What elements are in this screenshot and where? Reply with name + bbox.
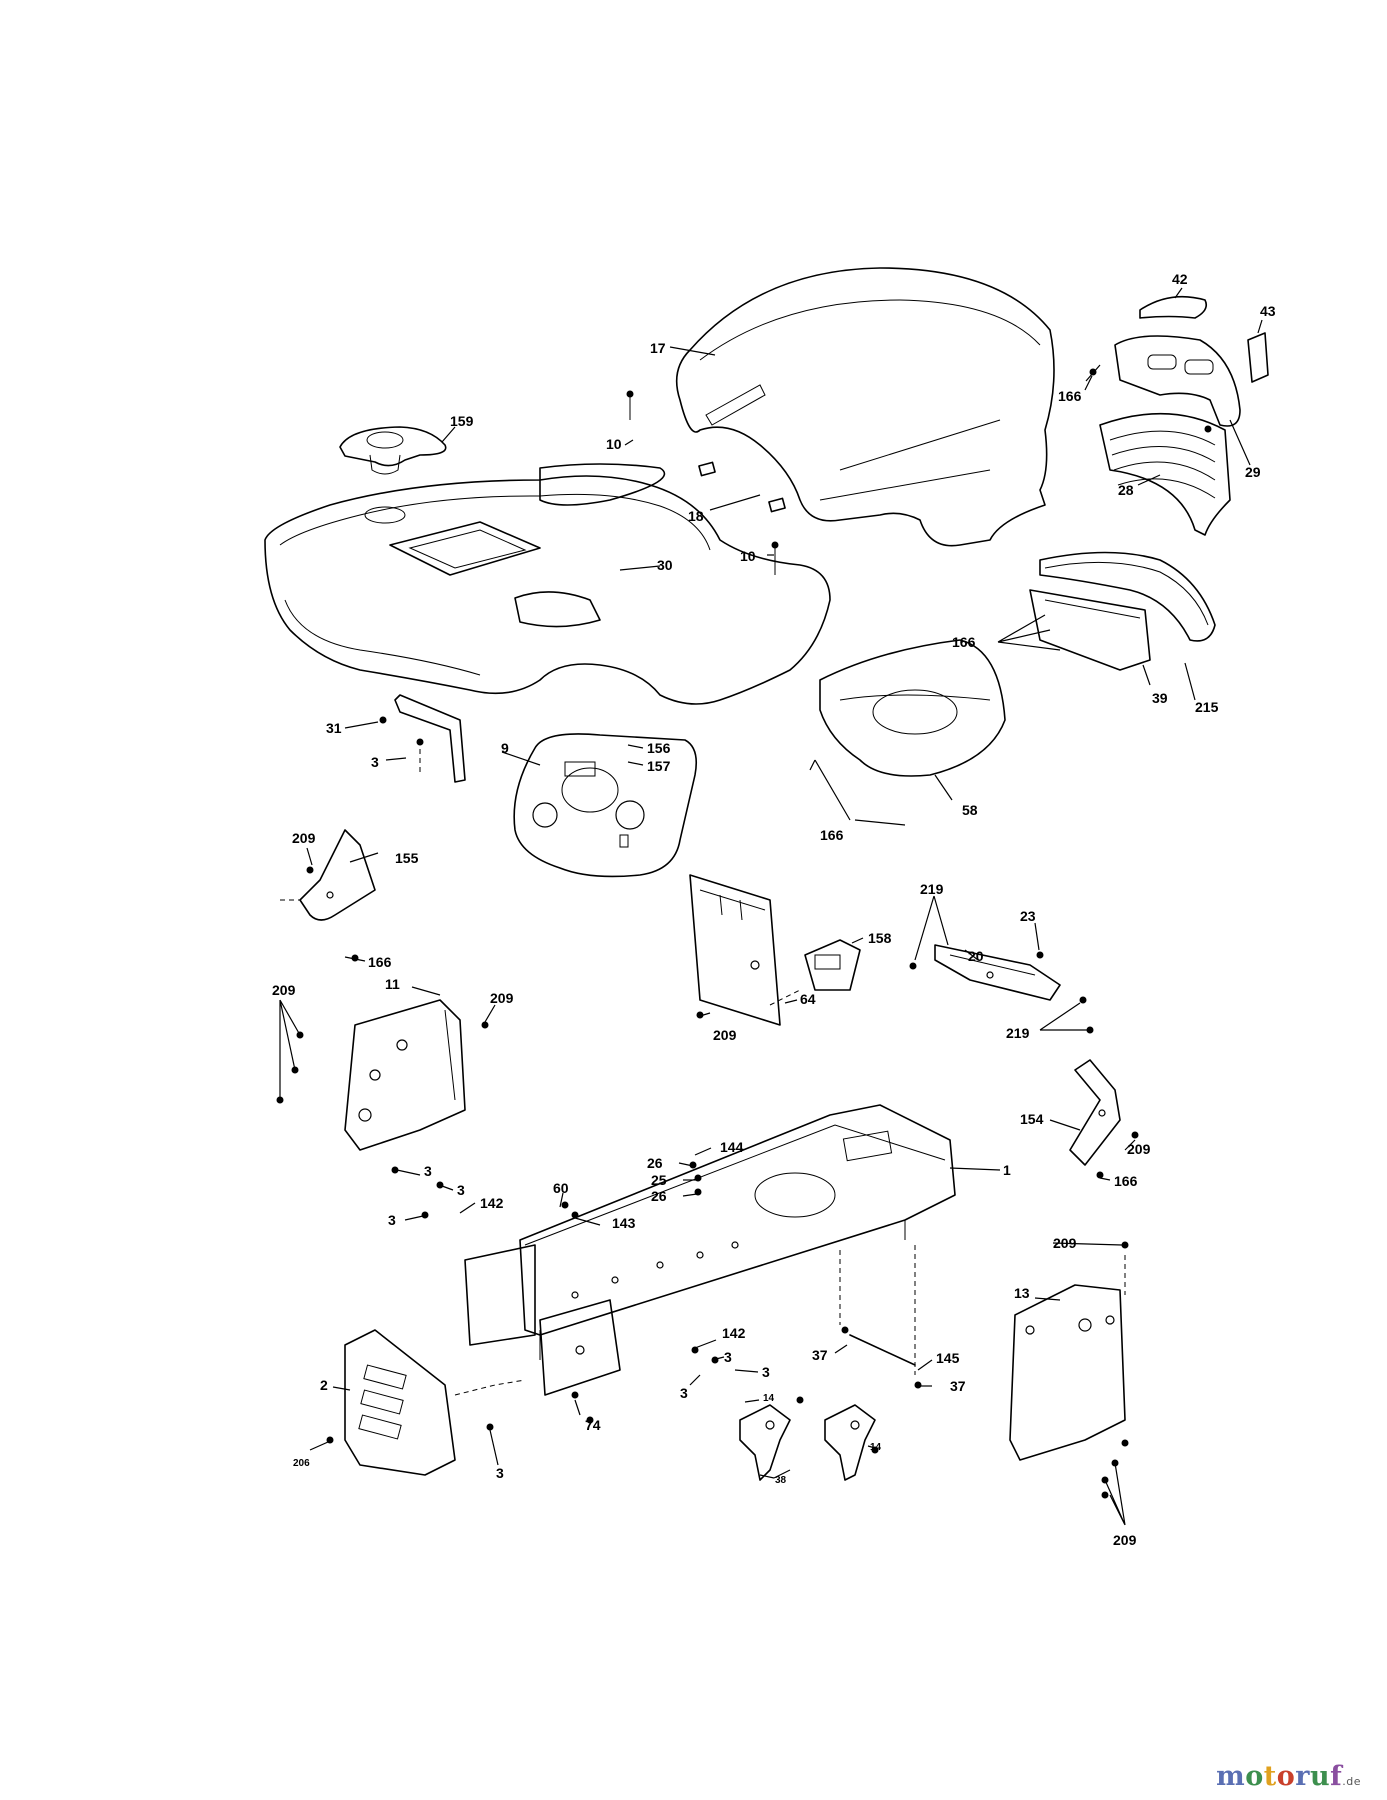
callout-158: 158: [868, 930, 892, 946]
callout-142: 142: [722, 1325, 746, 1341]
callout-209: 209: [1127, 1141, 1151, 1157]
callout-159: 159: [450, 413, 474, 429]
callout-3: 3: [762, 1364, 770, 1380]
callout-166: 166: [952, 634, 976, 650]
callout-3: 3: [424, 1163, 432, 1179]
callout-17: 17: [650, 340, 666, 356]
callout-155: 155: [395, 850, 419, 866]
callout-58: 58: [962, 802, 978, 818]
callout-64: 64: [800, 991, 816, 1007]
pedal-parts: [739, 1404, 876, 1481]
cup-holder-part: [339, 426, 447, 475]
callout-3: 3: [388, 1212, 396, 1228]
callout-166: 166: [1058, 388, 1082, 404]
callout-18: 18: [688, 508, 704, 524]
watermark-letter: o: [1245, 1761, 1264, 1792]
watermark-letter: m: [1216, 1761, 1246, 1792]
callout-209: 209: [272, 982, 296, 998]
callout-209: 209: [1113, 1532, 1137, 1548]
callout-144: 144: [720, 1139, 744, 1155]
callout-14: 14: [763, 1393, 775, 1404]
watermark-letter: r: [1295, 1761, 1310, 1792]
watermark-brand: motoruf: [1216, 1761, 1342, 1792]
callout-166: 166: [820, 827, 844, 843]
callout-3: 3: [496, 1465, 504, 1481]
callout-30: 30: [657, 557, 673, 573]
panel-13-part: [1009, 1255, 1126, 1461]
callout-219: 219: [920, 881, 944, 897]
callout-26: 26: [651, 1188, 667, 1204]
callout-37: 37: [812, 1347, 828, 1363]
callout-145: 145: [936, 1350, 960, 1366]
watermark-suffix: .de: [1342, 1775, 1361, 1788]
callout-10: 10: [606, 436, 622, 452]
callout-28: 28: [1118, 482, 1134, 498]
leader-lines: [279, 287, 1263, 1526]
callout-13: 13: [1014, 1285, 1030, 1301]
callout-209: 209: [292, 830, 316, 846]
callout-23: 23: [1020, 908, 1036, 924]
callout-157: 157: [647, 758, 671, 774]
callout-156: 156: [647, 740, 671, 756]
fender-deck-part: [264, 463, 831, 705]
callout-166: 166: [368, 954, 392, 970]
grille-assembly: [1085, 295, 1269, 536]
callout-3: 3: [724, 1349, 732, 1365]
callout-11: 11: [385, 976, 400, 992]
callout-154: 154: [1020, 1111, 1044, 1127]
callout-14: 14: [870, 1442, 882, 1453]
fastener-cluster: [276, 390, 1139, 1499]
callout-215: 215: [1195, 699, 1219, 715]
callout-166: 166: [1114, 1173, 1138, 1189]
bumper-part: [1029, 551, 1216, 671]
callout-labels: 17 42 43 166 29 28 159 10 18 30 10 166 3…: [272, 271, 1276, 1548]
callout-2: 2: [320, 1377, 328, 1393]
callout-142: 142: [480, 1195, 504, 1211]
callout-43: 43: [1260, 303, 1276, 319]
callout-42: 42: [1172, 271, 1188, 287]
watermark-letter: u: [1309, 1761, 1331, 1792]
plate-20-part: [934, 944, 1061, 1001]
callout-3: 3: [371, 754, 379, 770]
callout-9: 9: [501, 740, 509, 756]
callout-3: 3: [680, 1385, 688, 1401]
hood-part: [675, 267, 1055, 547]
callout-143: 143: [612, 1215, 636, 1231]
dash-panel-part: [513, 733, 698, 878]
seat-bracket-part: [379, 694, 466, 783]
bracket-154-part: [1069, 1059, 1121, 1166]
callout-60: 60: [553, 1180, 569, 1196]
callout-206: 206: [293, 1458, 310, 1469]
watermark-letter: t: [1263, 1761, 1277, 1792]
bracket-158-part: [804, 939, 861, 991]
panel-11-part: [344, 999, 466, 1151]
callout-3: 3: [457, 1182, 465, 1198]
watermark-letter: o: [1276, 1761, 1296, 1792]
callout-10: 10: [740, 548, 756, 564]
callout-37: 37: [950, 1378, 966, 1394]
watermark-letter: f: [1330, 1761, 1343, 1792]
callout-31: 31: [326, 720, 342, 736]
callout-209: 209: [1053, 1235, 1077, 1251]
callout-25: 25: [651, 1172, 667, 1188]
callout-26: 26: [647, 1155, 663, 1171]
callout-20: 20: [968, 948, 984, 964]
support-panel-part: [689, 874, 801, 1026]
callout-74: 74: [585, 1417, 601, 1433]
site-watermark: motoruf.de: [1216, 1761, 1361, 1792]
callout-38: 38: [775, 1475, 787, 1486]
panel-2-part: [344, 1329, 526, 1476]
callout-1: 1: [1003, 1162, 1011, 1178]
callout-219: 219: [1006, 1025, 1030, 1041]
bracket-155-part: [280, 829, 376, 921]
shaft-145-part: [841, 1326, 922, 1389]
front-cowl-part: [819, 639, 1006, 777]
main-frame-part: [464, 1104, 956, 1396]
callout-209: 209: [490, 990, 514, 1006]
callout-29: 29: [1245, 464, 1261, 480]
callout-209: 209: [713, 1027, 737, 1043]
callout-39: 39: [1152, 690, 1168, 706]
